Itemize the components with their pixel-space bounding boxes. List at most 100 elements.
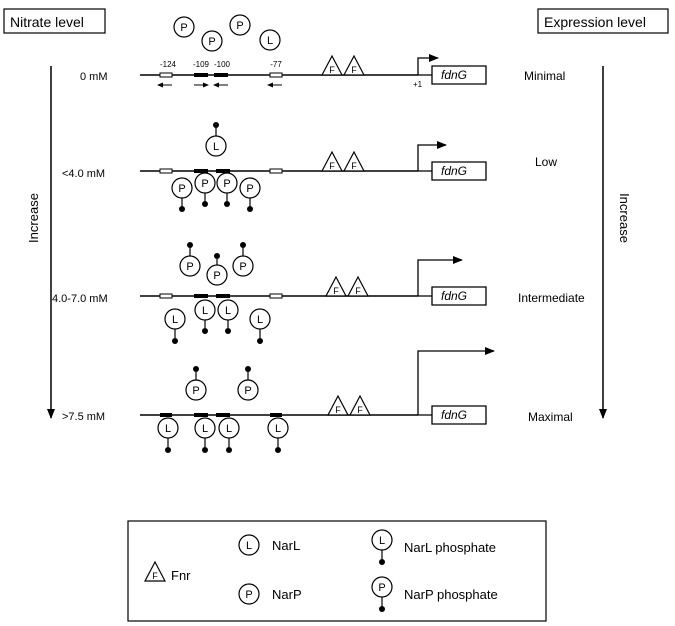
expression-label-minimal: Minimal xyxy=(524,69,565,83)
narp-protein: P xyxy=(173,16,195,38)
gene-box xyxy=(418,65,487,85)
binding-site xyxy=(159,72,173,78)
fnr-triangle: F xyxy=(327,394,349,416)
narp-phosphate: P xyxy=(179,242,201,277)
svg-text:L: L xyxy=(202,423,208,435)
svg-text:L: L xyxy=(379,535,385,547)
svg-text:P: P xyxy=(178,183,185,195)
svg-text:P: P xyxy=(223,178,230,190)
fnr-triangle: F xyxy=(349,394,371,416)
svg-text:P: P xyxy=(186,261,193,273)
svg-text:P: P xyxy=(201,178,208,190)
row-4-7mm: P P P L L xyxy=(140,242,487,344)
svg-text:L: L xyxy=(226,423,232,435)
binding-site xyxy=(160,413,172,417)
svg-text:P: P xyxy=(244,385,251,397)
transcription-arrow xyxy=(417,141,447,171)
svg-text:L: L xyxy=(165,423,171,435)
svg-text:L: L xyxy=(225,305,231,317)
transcription-arrow xyxy=(417,54,439,75)
expression-label-low: Low xyxy=(535,155,557,169)
narp-phosphate: P xyxy=(216,172,238,207)
transcription-start-site: +1 xyxy=(413,80,423,89)
nitrate-label-4-7mm: 4.0-7.0 mM xyxy=(52,293,108,305)
legend-narl-phosphate: L NarL phosphate xyxy=(371,529,496,565)
binding-site xyxy=(194,413,208,417)
expression-label-maximal: Maximal xyxy=(528,410,573,424)
narl-phosphate: L xyxy=(218,417,240,453)
legend-fnr-label: Fnr xyxy=(171,568,191,583)
svg-text:P: P xyxy=(208,36,215,48)
svg-text:P: P xyxy=(236,20,243,32)
svg-text:P: P xyxy=(213,270,220,282)
svg-text:F: F xyxy=(357,405,363,415)
transcription-arrow xyxy=(417,256,463,296)
expression-increase-arrow: Increase xyxy=(599,66,632,419)
legend-narp-label: NarP xyxy=(272,587,302,602)
legend-narp: P NarP xyxy=(238,583,302,605)
svg-text:P: P xyxy=(192,385,199,397)
svg-text:L: L xyxy=(172,314,178,326)
gene-label-fdng: fdnG xyxy=(441,68,467,82)
legend-narp-phosphate: P NarP phosphate xyxy=(371,576,498,612)
legend-narl-label: NarL xyxy=(272,538,300,553)
fnr-triangle: F xyxy=(343,150,365,172)
svg-text:P: P xyxy=(378,582,385,594)
narl-phosphate: L xyxy=(164,308,186,344)
legend-narl-phosphate-label: NarL phosphate xyxy=(404,540,496,555)
narp-phosphate: P xyxy=(232,242,254,277)
binding-site xyxy=(216,294,230,298)
gene-label-fdng: fdnG xyxy=(441,408,467,422)
nitrate-label-gt7mm: >7.5 mM xyxy=(62,411,105,423)
legend: F Fnr L NarL P NarP L NarL phosphate P N… xyxy=(127,520,547,622)
legend-narp-phosphate-label: NarP phosphate xyxy=(404,587,498,602)
binding-site xyxy=(194,169,208,173)
narp-phosphate: P xyxy=(171,177,193,212)
svg-text:F: F xyxy=(152,571,158,581)
binding-site xyxy=(216,413,230,417)
svg-text:F: F xyxy=(355,286,361,296)
binding-site xyxy=(270,413,282,417)
narp-phosphate: P xyxy=(206,253,228,286)
binding-site xyxy=(194,73,208,77)
binding-site xyxy=(269,72,283,78)
gene-label-fdng: fdnG xyxy=(441,289,467,303)
gene-box xyxy=(418,161,487,181)
expression-increase-label: Increase xyxy=(617,193,632,243)
row-gt7mm: P P L L L xyxy=(140,347,495,453)
nitrate-level-header: Nitrate level xyxy=(3,8,106,34)
svg-text:L: L xyxy=(267,35,273,47)
nitrate-label-0mm: 0 mM xyxy=(80,71,108,83)
binding-site xyxy=(269,168,283,174)
fnr-triangle: F xyxy=(325,275,347,297)
narp-phosphate: P xyxy=(194,172,216,207)
binding-site xyxy=(269,293,283,299)
position-minus124: -124 xyxy=(160,60,177,69)
position-minus100: -100 xyxy=(214,60,231,69)
legend-fnr: F Fnr xyxy=(144,560,191,583)
narl-phosphate: L xyxy=(205,122,227,157)
row-0mm: P P P L -124 -109 -100 -77 xyxy=(140,14,487,89)
fnr-triangle: F xyxy=(321,54,343,76)
svg-text:L: L xyxy=(213,141,219,153)
narp-protein: P xyxy=(229,14,251,36)
narp-phosphate: P xyxy=(237,366,259,401)
narp-phosphate: P xyxy=(239,177,261,212)
narl-protein: L xyxy=(259,29,281,51)
nitrate-increase-arrow: Increase xyxy=(26,66,55,419)
gene-box xyxy=(418,286,487,306)
svg-text:L: L xyxy=(202,305,208,317)
svg-text:L: L xyxy=(275,423,281,435)
binding-site xyxy=(194,294,208,298)
narp-protein: P xyxy=(201,30,223,52)
svg-text:F: F xyxy=(351,65,357,75)
svg-text:F: F xyxy=(333,286,339,296)
narl-phosphate: L xyxy=(194,299,216,334)
svg-text:L: L xyxy=(257,314,263,326)
svg-text:P: P xyxy=(245,589,252,601)
position-minus77: -77 xyxy=(270,60,282,69)
binding-site xyxy=(216,169,230,173)
gene-box xyxy=(418,405,487,425)
svg-text:F: F xyxy=(335,405,341,415)
